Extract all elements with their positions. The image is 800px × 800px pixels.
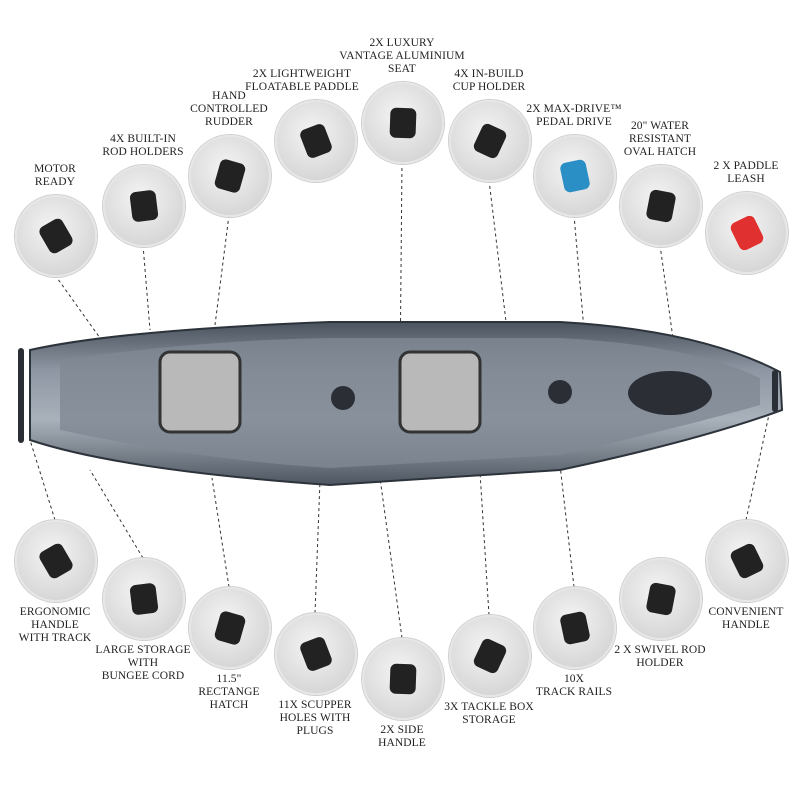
bottom-feature-circle — [449, 615, 531, 697]
bottom-feature-label: 11X SCUPPER HOLES WITH PLUGS — [278, 699, 352, 737]
callout-line — [214, 214, 230, 326]
top-feature-circle — [189, 135, 271, 217]
bottom-feature-circle — [362, 638, 444, 720]
callout-line — [573, 214, 585, 331]
cup-holder-icon — [473, 123, 507, 159]
rod-holder-icon — [129, 190, 159, 222]
bottom-feature-label: 11.5" RECTANGE HATCH — [198, 673, 260, 711]
front-seat — [158, 350, 242, 434]
top-feature-label: HAND CONTROLLED RUDDER — [190, 90, 268, 128]
callout-line — [211, 477, 230, 588]
bow-handle — [772, 370, 778, 412]
bottom-feature-label: 2 X SWIVEL ROD HOLDER — [614, 644, 706, 669]
top-feature-circle — [15, 195, 97, 277]
callout-line — [142, 244, 151, 331]
swivel-rod-holder-icon — [646, 582, 676, 616]
bottom-feature-circle — [620, 558, 702, 640]
top-feature-label: MOTOR READY — [34, 163, 76, 188]
bottom-feature-circle — [534, 587, 616, 669]
bottom-feature-label: ERGONOMIC HANDLE WITH TRACK — [18, 606, 92, 644]
bottom-feature-circle — [275, 613, 357, 695]
top-feature-circle — [103, 165, 185, 247]
rear-seat — [398, 350, 482, 434]
top-feature-circle — [275, 100, 357, 182]
top-feature-label: 2X MAX-DRIVE™ PEDAL DRIVE — [526, 103, 622, 128]
motor-mount-icon — [39, 218, 73, 254]
stern-handle — [18, 348, 24, 443]
scupper-plug-icon — [300, 637, 332, 671]
bottom-feature-label: LARGE STORAGE WITH BUNGEE CORD — [95, 644, 191, 682]
rudder-icon — [214, 159, 246, 193]
top-feature-label: 20" WATER RESISTANT OVAL HATCH — [623, 120, 697, 158]
callout-line — [29, 439, 56, 521]
oval-hatch-icon — [646, 189, 676, 223]
oval-hatch — [628, 371, 712, 415]
carry-handle-icon — [730, 543, 764, 579]
callout-line — [54, 274, 101, 339]
pedal-drive-well — [548, 380, 572, 404]
callout-line — [488, 179, 508, 331]
bottom-feature-label: 2X SIDE HANDLE — [378, 724, 426, 749]
top-feature-circle — [534, 135, 616, 217]
top-feature-circle — [362, 82, 444, 164]
top-feature-label: 4X IN-BUILD CUP HOLDER — [452, 68, 526, 93]
bottom-feature-circle — [189, 587, 271, 669]
paddle-leash-icon — [730, 215, 764, 251]
side-handle-icon — [389, 663, 417, 695]
callout-line — [314, 479, 321, 614]
top-feature-circle — [706, 192, 788, 274]
bottom-feature-circle — [15, 520, 97, 602]
bottom-feature-circle — [706, 520, 788, 602]
rectangle-hatch-icon — [214, 611, 246, 645]
top-feature-label: 4X BUILT-IN ROD HOLDERS — [102, 133, 184, 158]
top-feature-label: 2 X PADDLE LEASH — [713, 160, 779, 185]
pedal-drive-well — [331, 386, 355, 410]
tackle-box-icon — [473, 638, 507, 674]
top-feature-circle — [620, 165, 702, 247]
pedal-drive-icon — [560, 159, 590, 193]
callout-line — [559, 464, 575, 588]
callout-line — [379, 477, 403, 639]
bottom-feature-label: 3X TACKLE BOX STORAGE — [444, 701, 534, 726]
bottom-feature-circle — [103, 558, 185, 640]
callout-line — [745, 409, 771, 521]
handle-icon — [39, 543, 73, 579]
paddle-icon — [300, 124, 332, 158]
top-feature-label: 2X LIGHTWEIGHT FLOATABLE PADDLE — [245, 68, 359, 93]
storage-icon — [129, 583, 159, 615]
top-feature-label: 2X LUXURY VANTAGE ALUMINIUM SEAT — [339, 37, 465, 75]
callout-line — [89, 469, 144, 559]
seat-icon — [389, 107, 417, 139]
bottom-feature-label: CONVENIENT HANDLE — [708, 606, 784, 631]
bottom-feature-label: 10X TRACK RAILS — [535, 673, 613, 698]
top-feature-circle — [449, 100, 531, 182]
track-rail-icon — [560, 611, 590, 645]
